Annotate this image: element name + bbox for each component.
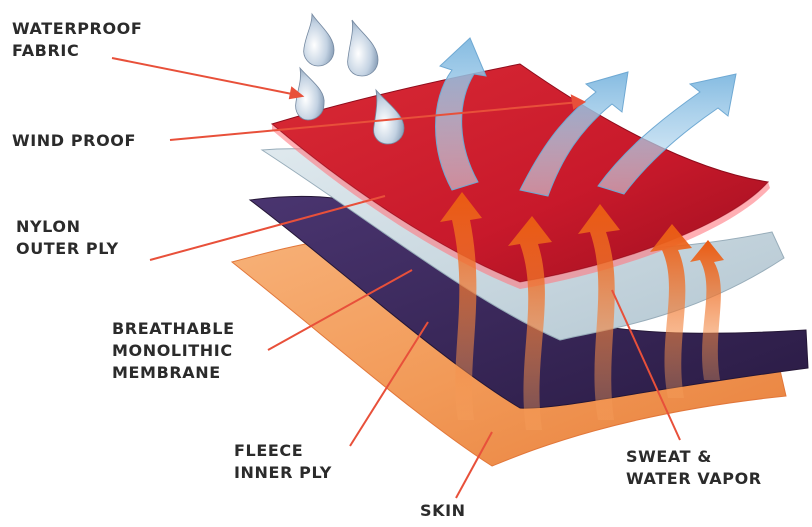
label-line: SKIN [420,500,466,522]
leader-waterproof [112,58,302,96]
label-line: FLEECE [234,440,332,462]
label-sweat-water-vapor: SWEAT & WATER VAPOR [626,446,762,490]
label-skin: SKIN [420,500,466,522]
label-line: MEMBRANE [112,362,235,384]
label-line: OUTER PLY [16,238,119,260]
water-drop-icon [304,14,334,66]
label-breathable-membrane: BREATHABLE MONOLITHIC MEMBRANE [112,318,235,384]
label-fleece-inner-ply: FLEECE INNER PLY [234,440,332,484]
label-nylon-outer-ply: NYLON OUTER PLY [16,216,119,260]
label-line: NYLON [16,216,119,238]
label-line: WATERPROOF [12,18,142,40]
label-line: INNER PLY [234,462,332,484]
label-line: FABRIC [12,40,142,62]
label-wind-proof: WIND PROOF [12,130,136,152]
label-line: MONOLITHIC [112,340,235,362]
label-line: WIND PROOF [12,130,136,152]
water-drop-icon [348,20,378,76]
label-line: SWEAT & [626,446,762,468]
label-line: WATER VAPOR [626,468,762,490]
label-waterproof-fabric: WATERPROOF FABRIC [12,18,142,62]
label-line: BREATHABLE [112,318,235,340]
